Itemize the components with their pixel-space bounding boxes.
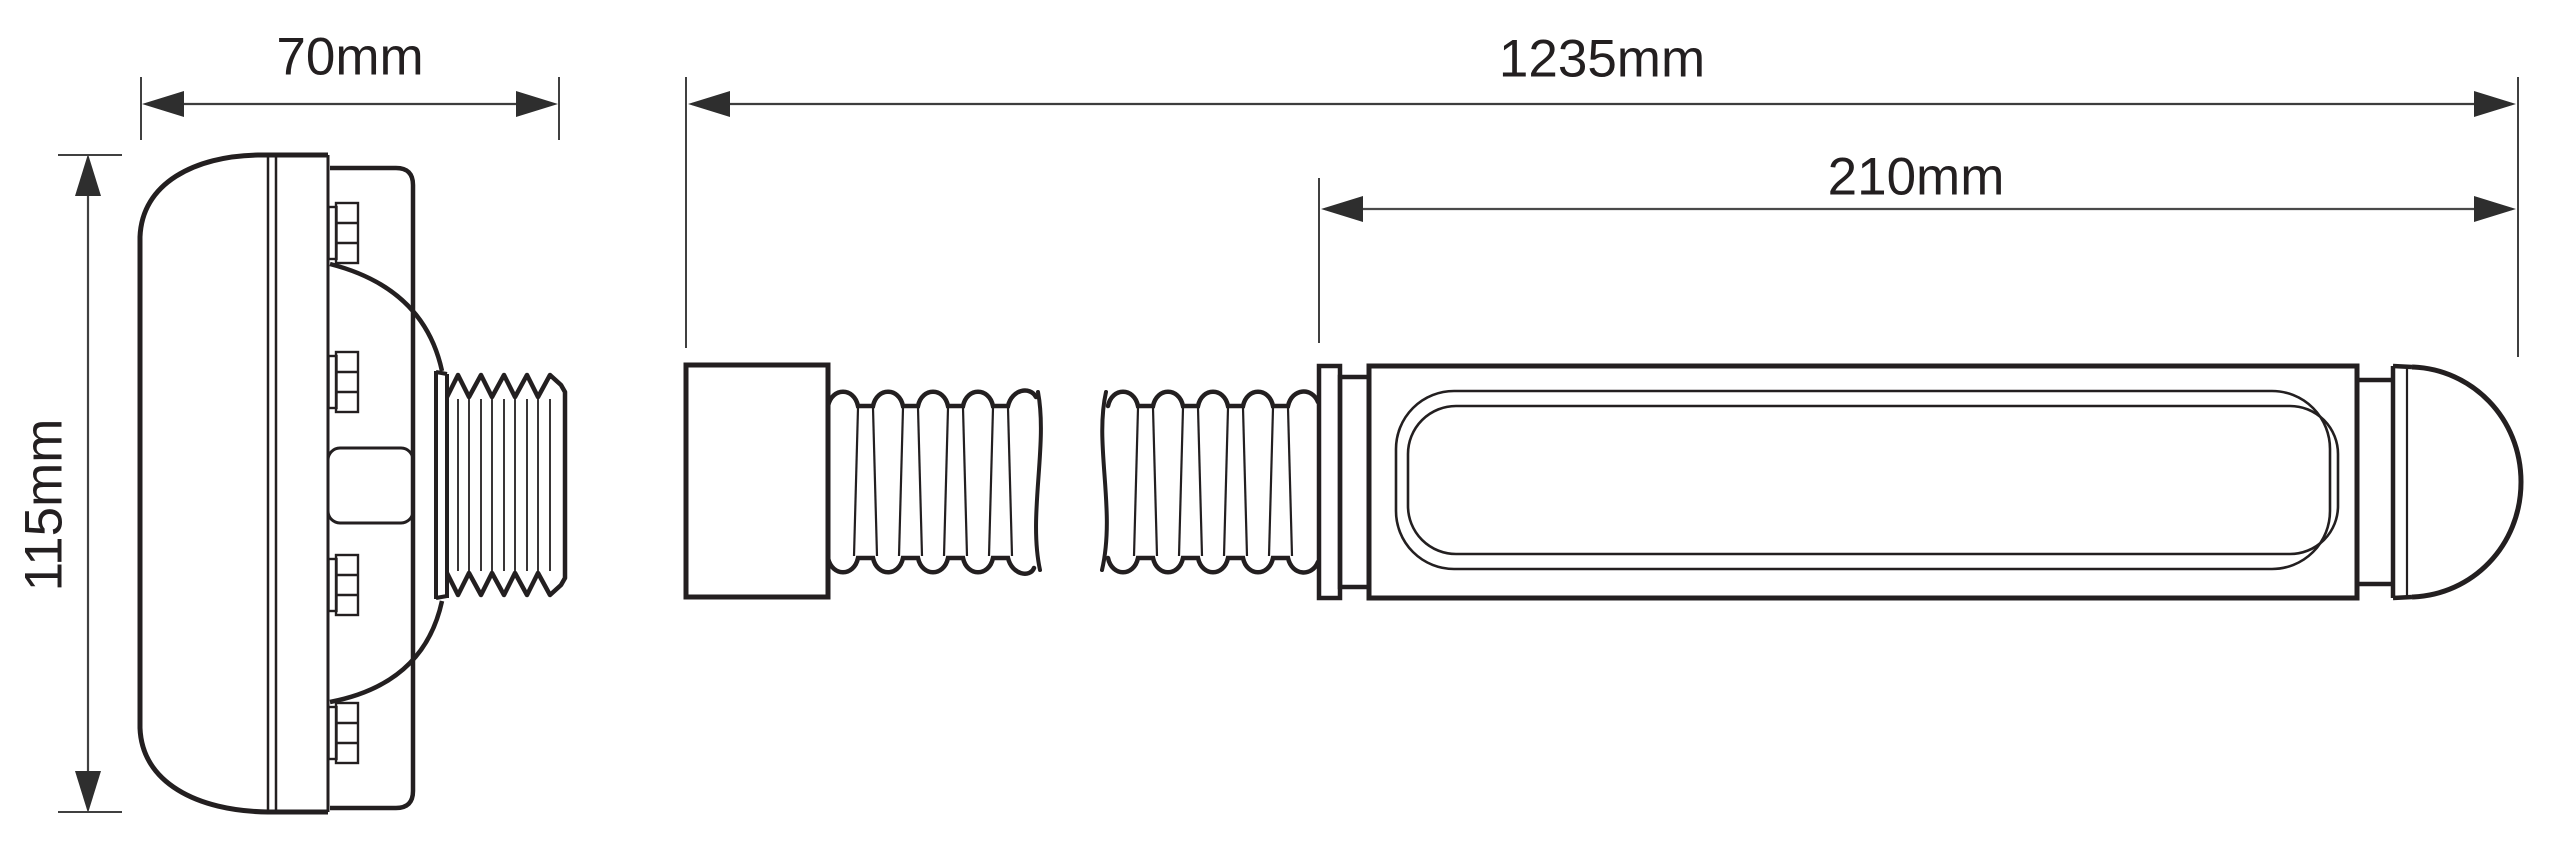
mounting-slot	[326, 446, 415, 525]
end-collar	[2390, 363, 2413, 601]
dimension-210mm	[1318, 178, 2516, 343]
terminal-bolt	[327, 350, 360, 414]
adapter-housing-outline	[137, 152, 328, 815]
bellows-bottom-profile	[825, 555, 1037, 576]
lamp-body	[1366, 363, 2360, 601]
adapter-side-view	[137, 152, 568, 815]
screw-thread-lines	[457, 399, 551, 571]
lamp-tube	[1316, 363, 2524, 601]
flex-conduit	[683, 362, 1321, 600]
break-edge-left	[1034, 390, 1043, 572]
label-tube-section-length: 210mm	[1827, 147, 2005, 207]
dimension-115mm	[58, 154, 122, 813]
bellows-top-profile	[825, 388, 1039, 409]
arrowhead-up-icon	[75, 154, 101, 196]
arrowhead-left-icon	[688, 91, 730, 117]
inner-tube-outline-inner	[1406, 404, 2340, 556]
arrowhead-down-icon	[75, 771, 101, 813]
bellows-bottom-profile	[1105, 555, 1321, 575]
conduit-end-cap	[683, 362, 831, 600]
break-edge-right	[1100, 390, 1109, 572]
label-adapter-depth: 70mm	[276, 27, 424, 87]
arrowhead-left-icon	[1321, 196, 1363, 222]
arrowhead-left-icon	[142, 91, 184, 117]
dome-end-cap	[2411, 364, 2524, 600]
bellows-ribs	[1132, 407, 1294, 557]
arrowhead-right-icon	[2474, 196, 2516, 222]
dimension-1235mm	[685, 77, 2519, 357]
terminal-bolt	[327, 701, 360, 765]
bellows-top-profile	[1105, 389, 1321, 409]
bellows-ribs	[852, 407, 1014, 557]
inner-tube-outline-outer	[1394, 389, 2332, 571]
arrowhead-right-icon	[516, 91, 558, 117]
terminal-bolt	[327, 201, 360, 265]
screw-thread-outline	[444, 372, 568, 598]
dimension-70mm	[140, 77, 560, 140]
label-adapter-height: 115mm	[14, 418, 74, 592]
arrowhead-right-icon	[2474, 91, 2516, 117]
end-neck	[2357, 377, 2393, 587]
terminal-bolt	[327, 553, 360, 617]
bell-housing-bottom-curve	[329, 600, 445, 705]
bell-housing-top-curve	[329, 261, 445, 372]
lamp-neck-groove	[1337, 374, 1372, 590]
lamp-flange	[1316, 363, 1343, 601]
label-total-length: 1235mm	[1498, 29, 1706, 89]
screw-collar	[434, 370, 449, 600]
